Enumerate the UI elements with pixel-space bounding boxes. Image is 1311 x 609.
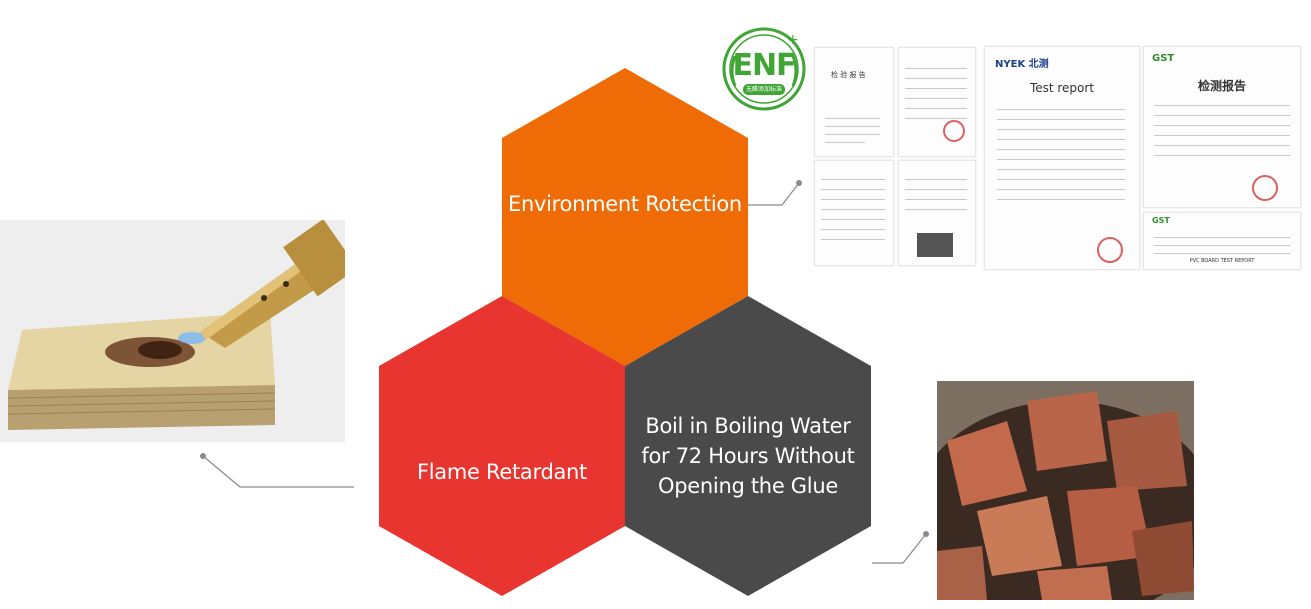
certificate-doc-3 bbox=[814, 160, 894, 266]
certificate-doc-2 bbox=[898, 47, 976, 157]
certificate-doc-1: 检 验 报 告 bbox=[814, 47, 894, 157]
test-report-title: Test report bbox=[1029, 81, 1095, 95]
pvc-report-caption: PVC BOARD TEST REPORT bbox=[1189, 258, 1255, 264]
cn-report-title: 检测报告 bbox=[1197, 79, 1246, 93]
connector-boil bbox=[872, 533, 927, 564]
boiling-water-photo bbox=[937, 381, 1194, 600]
connector-dot-environment bbox=[796, 180, 802, 186]
enf-badge-text: ENF bbox=[732, 48, 796, 83]
test-report-doc: NYEK 北测 Test report bbox=[984, 46, 1140, 270]
gst-logo-small: GST bbox=[1152, 216, 1170, 225]
certificate-doc-4 bbox=[898, 160, 976, 266]
pvc-report-doc: GST PVC BOARD TEST REPORT bbox=[1143, 212, 1301, 270]
label-boil-water: Boil in Boiling Water for 72 Hours Witho… bbox=[641, 414, 855, 498]
connector-flame bbox=[202, 455, 354, 488]
hexagon-environment bbox=[502, 68, 748, 366]
label-environment: Environment Rotection bbox=[508, 192, 742, 216]
cn-test-report-doc: GST 检测报告 bbox=[1143, 46, 1301, 208]
nyek-brand: NYEK 北测 bbox=[995, 59, 1049, 70]
enf-badge-subtext: 无醛添加标准 bbox=[745, 86, 782, 93]
enf-badge: + ENF 无醛添加标准 bbox=[721, 26, 807, 112]
svg-text:+: + bbox=[787, 32, 799, 48]
hexagon-boil-water bbox=[625, 296, 871, 596]
connector-dot-boil bbox=[923, 531, 929, 537]
label-flame-retardant: Flame Retardant bbox=[416, 460, 587, 484]
connector-environment bbox=[748, 182, 800, 206]
flame-test-photo bbox=[0, 220, 345, 442]
gst-logo: GST bbox=[1152, 53, 1175, 64]
hexagon-flame-retardant bbox=[379, 296, 625, 596]
connector-dot-flame bbox=[200, 453, 206, 459]
